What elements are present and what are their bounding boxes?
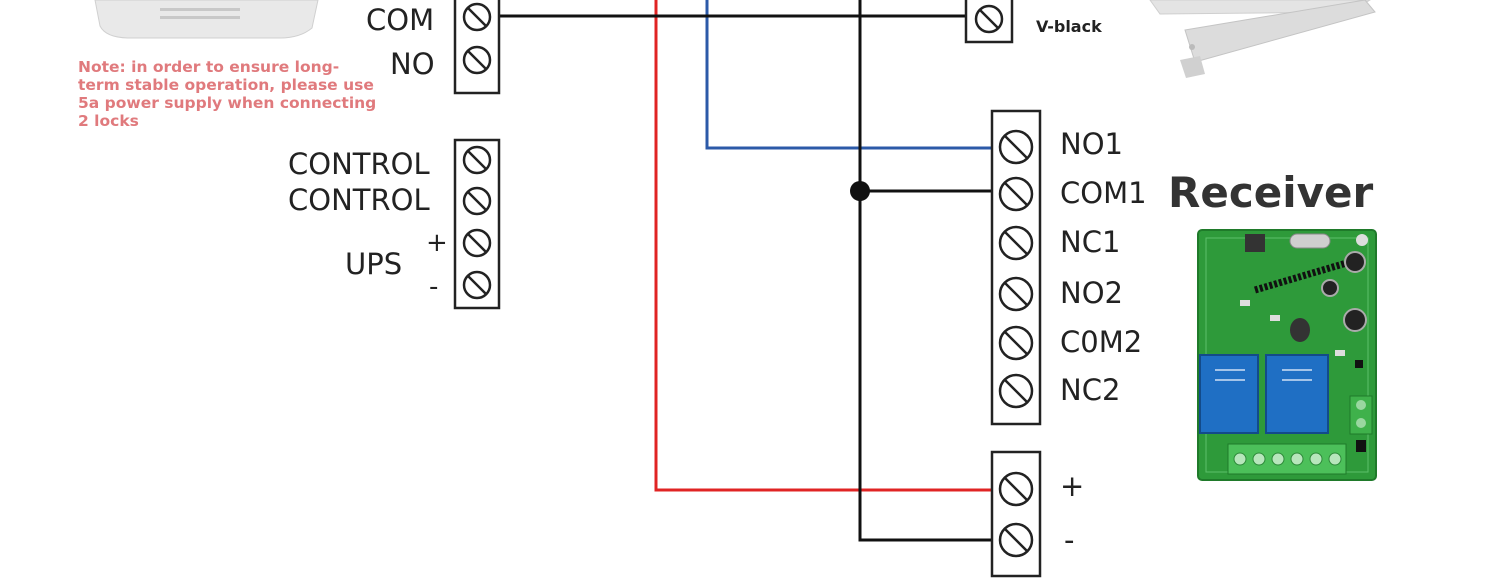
control-box-image — [94, 0, 319, 39]
screw-terminal-ups-plus — [462, 228, 492, 258]
screw-terminal-ups-minus — [462, 270, 492, 300]
terminal-block-com-no — [453, 0, 501, 95]
black-wire-trunk — [858, 0, 995, 542]
terminal-block-control-ups — [453, 138, 501, 310]
blue-wire — [705, 0, 995, 150]
receiver-board-image — [1197, 229, 1377, 481]
label-no1: NO1 — [1060, 127, 1123, 161]
label-no: NO — [390, 47, 435, 81]
note-text: Note: in order to ensure long-term stabl… — [78, 58, 377, 130]
label-no2: NO2 — [1060, 276, 1123, 310]
screw-terminal-power-minus — [998, 522, 1034, 558]
screw-terminal-control-1 — [462, 145, 492, 175]
screw-terminal-power-plus — [998, 471, 1034, 507]
screw-terminal-nc2 — [998, 373, 1034, 409]
label-ups: UPS — [345, 247, 403, 281]
screw-terminal-com1 — [998, 176, 1034, 212]
screw-terminal-no2 — [998, 276, 1034, 312]
screw-terminal-control-2 — [462, 186, 492, 216]
junction-dot — [850, 181, 870, 201]
label-com1: COM1 — [1060, 176, 1147, 210]
label-control-1: CONTROL — [288, 147, 430, 181]
receiver-terminal-block — [990, 109, 1042, 426]
label-v-black: V-black — [1036, 17, 1102, 36]
magnetic-lock-image — [1149, 0, 1376, 78]
label-ups-minus: - — [429, 272, 439, 302]
screw-terminal-com2 — [998, 325, 1034, 361]
screw-terminal-com — [462, 2, 492, 32]
screw-terminal-nc1 — [998, 225, 1034, 261]
receiver-power-block — [990, 450, 1042, 578]
label-nc2: NC2 — [1060, 373, 1121, 407]
label-nc1: NC1 — [1060, 225, 1121, 259]
screw-terminal-no1 — [998, 129, 1034, 165]
label-control-2: CONTROL — [288, 183, 430, 217]
wires — [498, 0, 995, 542]
label-power-minus: - — [1064, 523, 1075, 557]
label-power-plus: + — [1060, 469, 1085, 503]
screw-terminal-no — [462, 45, 492, 75]
red-wire — [654, 0, 995, 492]
lock-terminal — [964, 0, 1014, 44]
receiver-title: Receiver — [1168, 168, 1374, 217]
label-ups-plus: + — [426, 228, 448, 258]
label-com2: C0M2 — [1060, 325, 1143, 359]
label-com: COM — [366, 3, 435, 37]
